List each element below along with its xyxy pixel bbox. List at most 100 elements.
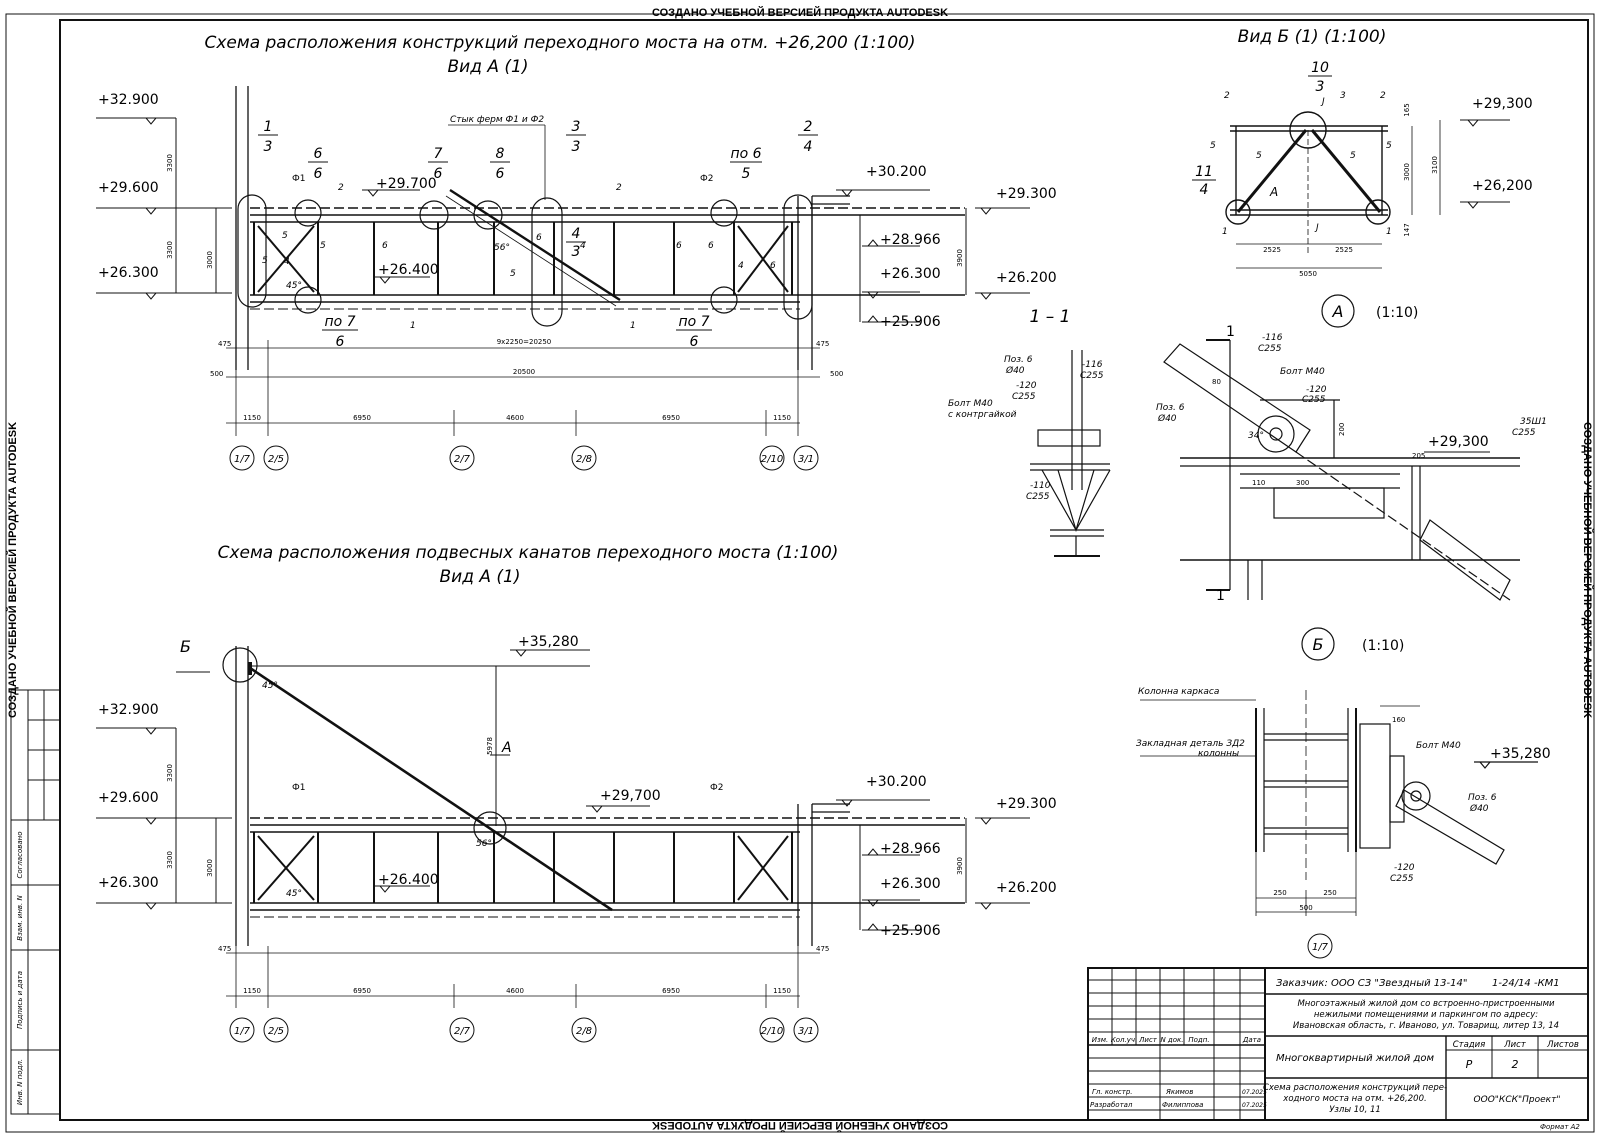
nodea-p116: -116 — [1262, 333, 1283, 343]
v2-callout-a: А — [501, 740, 512, 756]
svg-text:07.2025: 07.2025 — [1242, 1102, 1267, 1109]
view1-node-circles — [237, 194, 813, 327]
v1-elev-26300b: +26.300 — [880, 266, 941, 282]
view1-elevations-right — [362, 189, 1030, 323]
view2-columns — [235, 646, 850, 946]
v1-dim-3000: 3000 — [206, 251, 214, 269]
nodea-p120: -120 — [1306, 385, 1327, 395]
svg-text:1/7: 1/7 — [234, 1026, 251, 1037]
svg-text:Гл. констр.: Гл. констр. — [1092, 1088, 1133, 1096]
nodea-d40: Ø40 — [1157, 413, 1177, 424]
s11-pos6: Поз. 6 — [1004, 355, 1033, 365]
svg-text:Стадия: Стадия — [1453, 1040, 1486, 1050]
s11-c255b: С255 — [1012, 392, 1036, 402]
svg-text:Кол.уч.: Кол.уч. — [1111, 1036, 1137, 1044]
v2-node-b-circle — [222, 647, 258, 683]
v1-leaders: 13 66 76 86 33 по 65 24 по 76 43 по 76 — [258, 119, 818, 350]
nodea-c255b: С255 — [1302, 395, 1326, 405]
v1-dim-1150a: 1150 — [243, 414, 261, 422]
nodeb-dim-500: 500 — [1299, 904, 1312, 912]
view2-truss — [248, 662, 965, 918]
nodeb-pos6: Поз. 6 — [1468, 793, 1497, 803]
svg-text:2/5: 2/5 — [268, 454, 284, 465]
svg-text:ходного моста на отм. +26,200.: ходного моста на отм. +26,200. — [1282, 1094, 1426, 1104]
vb-marks: 2 2 3 5 5 5 5 1 1 A J J — [1210, 91, 1392, 237]
svg-text:5: 5 — [1350, 151, 1356, 161]
svg-text:5: 5 — [1210, 141, 1216, 151]
svg-text:2: 2 — [1380, 91, 1386, 101]
svg-text:6: 6 — [690, 334, 699, 350]
svg-text:1/7: 1/7 — [234, 454, 251, 465]
v2-angle-3: 45° — [286, 889, 302, 899]
svg-text:2/7: 2/7 — [454, 454, 471, 465]
nodeb-d40: Ø40 — [1469, 803, 1489, 814]
v1-dim-3900: 3900 — [956, 249, 964, 267]
vb-dim-147: 147 — [1403, 223, 1411, 236]
v2-dim-475a: 475 — [218, 945, 231, 953]
svg-text:6: 6 — [314, 166, 323, 182]
v2-dim-lines — [226, 946, 820, 1008]
nodeb-c255: С255 — [1390, 874, 1414, 884]
v1-dim-lines — [226, 340, 820, 436]
svg-text:5: 5 — [262, 256, 268, 266]
stamp-project1: Многоэтажный жилой дом со встроенно-прис… — [1297, 999, 1555, 1009]
s11-bolt: Болт М40 — [948, 399, 993, 409]
svg-text:45°: 45° — [286, 281, 302, 291]
vb-leaders: 10 3 11 4 — [1192, 60, 1332, 198]
nodeb-dim-160: 160 — [1392, 716, 1405, 724]
v2-elev-26300: +26.300 — [98, 875, 159, 891]
nodea-dim-200: 200 — [1338, 423, 1346, 436]
stamp-building: Многоквартирный жилой дом — [1276, 1053, 1435, 1064]
nodeb-axis: 1/7 — [1312, 942, 1329, 953]
view1: Схема расположения конструкций переходно… — [96, 33, 1057, 471]
nodea-scale: (1:10) — [1376, 305, 1418, 321]
s11-p116: -116 — [1082, 360, 1103, 370]
v1-elev-29600: +29.600 — [98, 180, 159, 196]
svg-text:2/10: 2/10 — [761, 1026, 783, 1037]
svg-text:Листов: Листов — [1546, 1040, 1579, 1050]
svg-text:2: 2 — [1224, 91, 1230, 101]
v1-truss-f1: Ф1 — [292, 174, 305, 184]
v2-elev-29700: +29,700 — [600, 788, 661, 804]
svg-text:11: 11 — [1195, 164, 1213, 180]
svg-text:Узлы 10, 11: Узлы 10, 11 — [1329, 1105, 1381, 1115]
svg-text:по 6: по 6 — [730, 146, 761, 162]
nodeb-embed1: Закладная деталь ЗД2 — [1136, 739, 1245, 749]
v2-elev-25906: +25.906 — [880, 923, 941, 939]
view1-subtitle: Вид А (1) — [448, 57, 529, 77]
svg-text:4: 4 — [804, 139, 813, 155]
v2-elev-28966: +28.966 — [880, 841, 941, 857]
v1-elev-26400: +26.400 — [378, 262, 439, 278]
svg-text:2: 2 — [804, 119, 813, 135]
svg-text:4: 4 — [572, 226, 581, 242]
v2-dim-6950a: 6950 — [353, 987, 371, 995]
v1-elev-30200: +30.200 — [866, 164, 927, 180]
watermark-left: СОЗДАНО УЧЕБНОЙ ВЕРСИЕЙ ПРОДУКТА AUTODES… — [6, 422, 19, 718]
svg-text:3: 3 — [572, 139, 581, 155]
view1-title: Схема расположения конструкций переходно… — [204, 33, 915, 53]
svg-text:Якимов: Якимов — [1165, 1088, 1193, 1096]
side-agreed: Согласовано — [16, 831, 24, 878]
svg-text:6: 6 — [434, 166, 443, 182]
v1-elev-29300: +29.300 — [996, 186, 1057, 202]
nodea-dim-80: 80 — [1212, 378, 1221, 386]
v2-elev-35280: +35,280 — [518, 634, 579, 650]
v1-dim-3300a: 3300 — [166, 154, 174, 172]
nodeb-scale: (1:10) — [1362, 638, 1404, 654]
svg-text:5: 5 — [742, 166, 751, 182]
side-stamp — [10, 689, 61, 1115]
nodeb-circle: Б — [1313, 635, 1324, 654]
v1-splice-note: Стык ферм Ф1 и Ф2 — [450, 115, 544, 125]
stamp-company: ООО"КСК"Проект" — [1474, 1095, 1561, 1105]
s11-p110: -110 — [1030, 481, 1051, 491]
nodeb-elev: +35,280 — [1490, 746, 1551, 762]
svg-text:по 7: по 7 — [678, 314, 709, 330]
v2-dim-4600: 4600 — [506, 987, 524, 995]
svg-text:2/8: 2/8 — [576, 1026, 592, 1037]
svg-text:3/1: 3/1 — [798, 454, 814, 465]
v1-dim-1150b: 1150 — [773, 414, 791, 422]
watermark-right: СОЗДАНО УЧЕБНОЙ ВЕРСИЕЙ ПРОДУКТА AUTODES… — [1581, 422, 1594, 718]
svg-text:4: 4 — [738, 261, 744, 271]
node-a: А (1:10) 1 1 -116 С255 Бол — [1156, 294, 1547, 604]
